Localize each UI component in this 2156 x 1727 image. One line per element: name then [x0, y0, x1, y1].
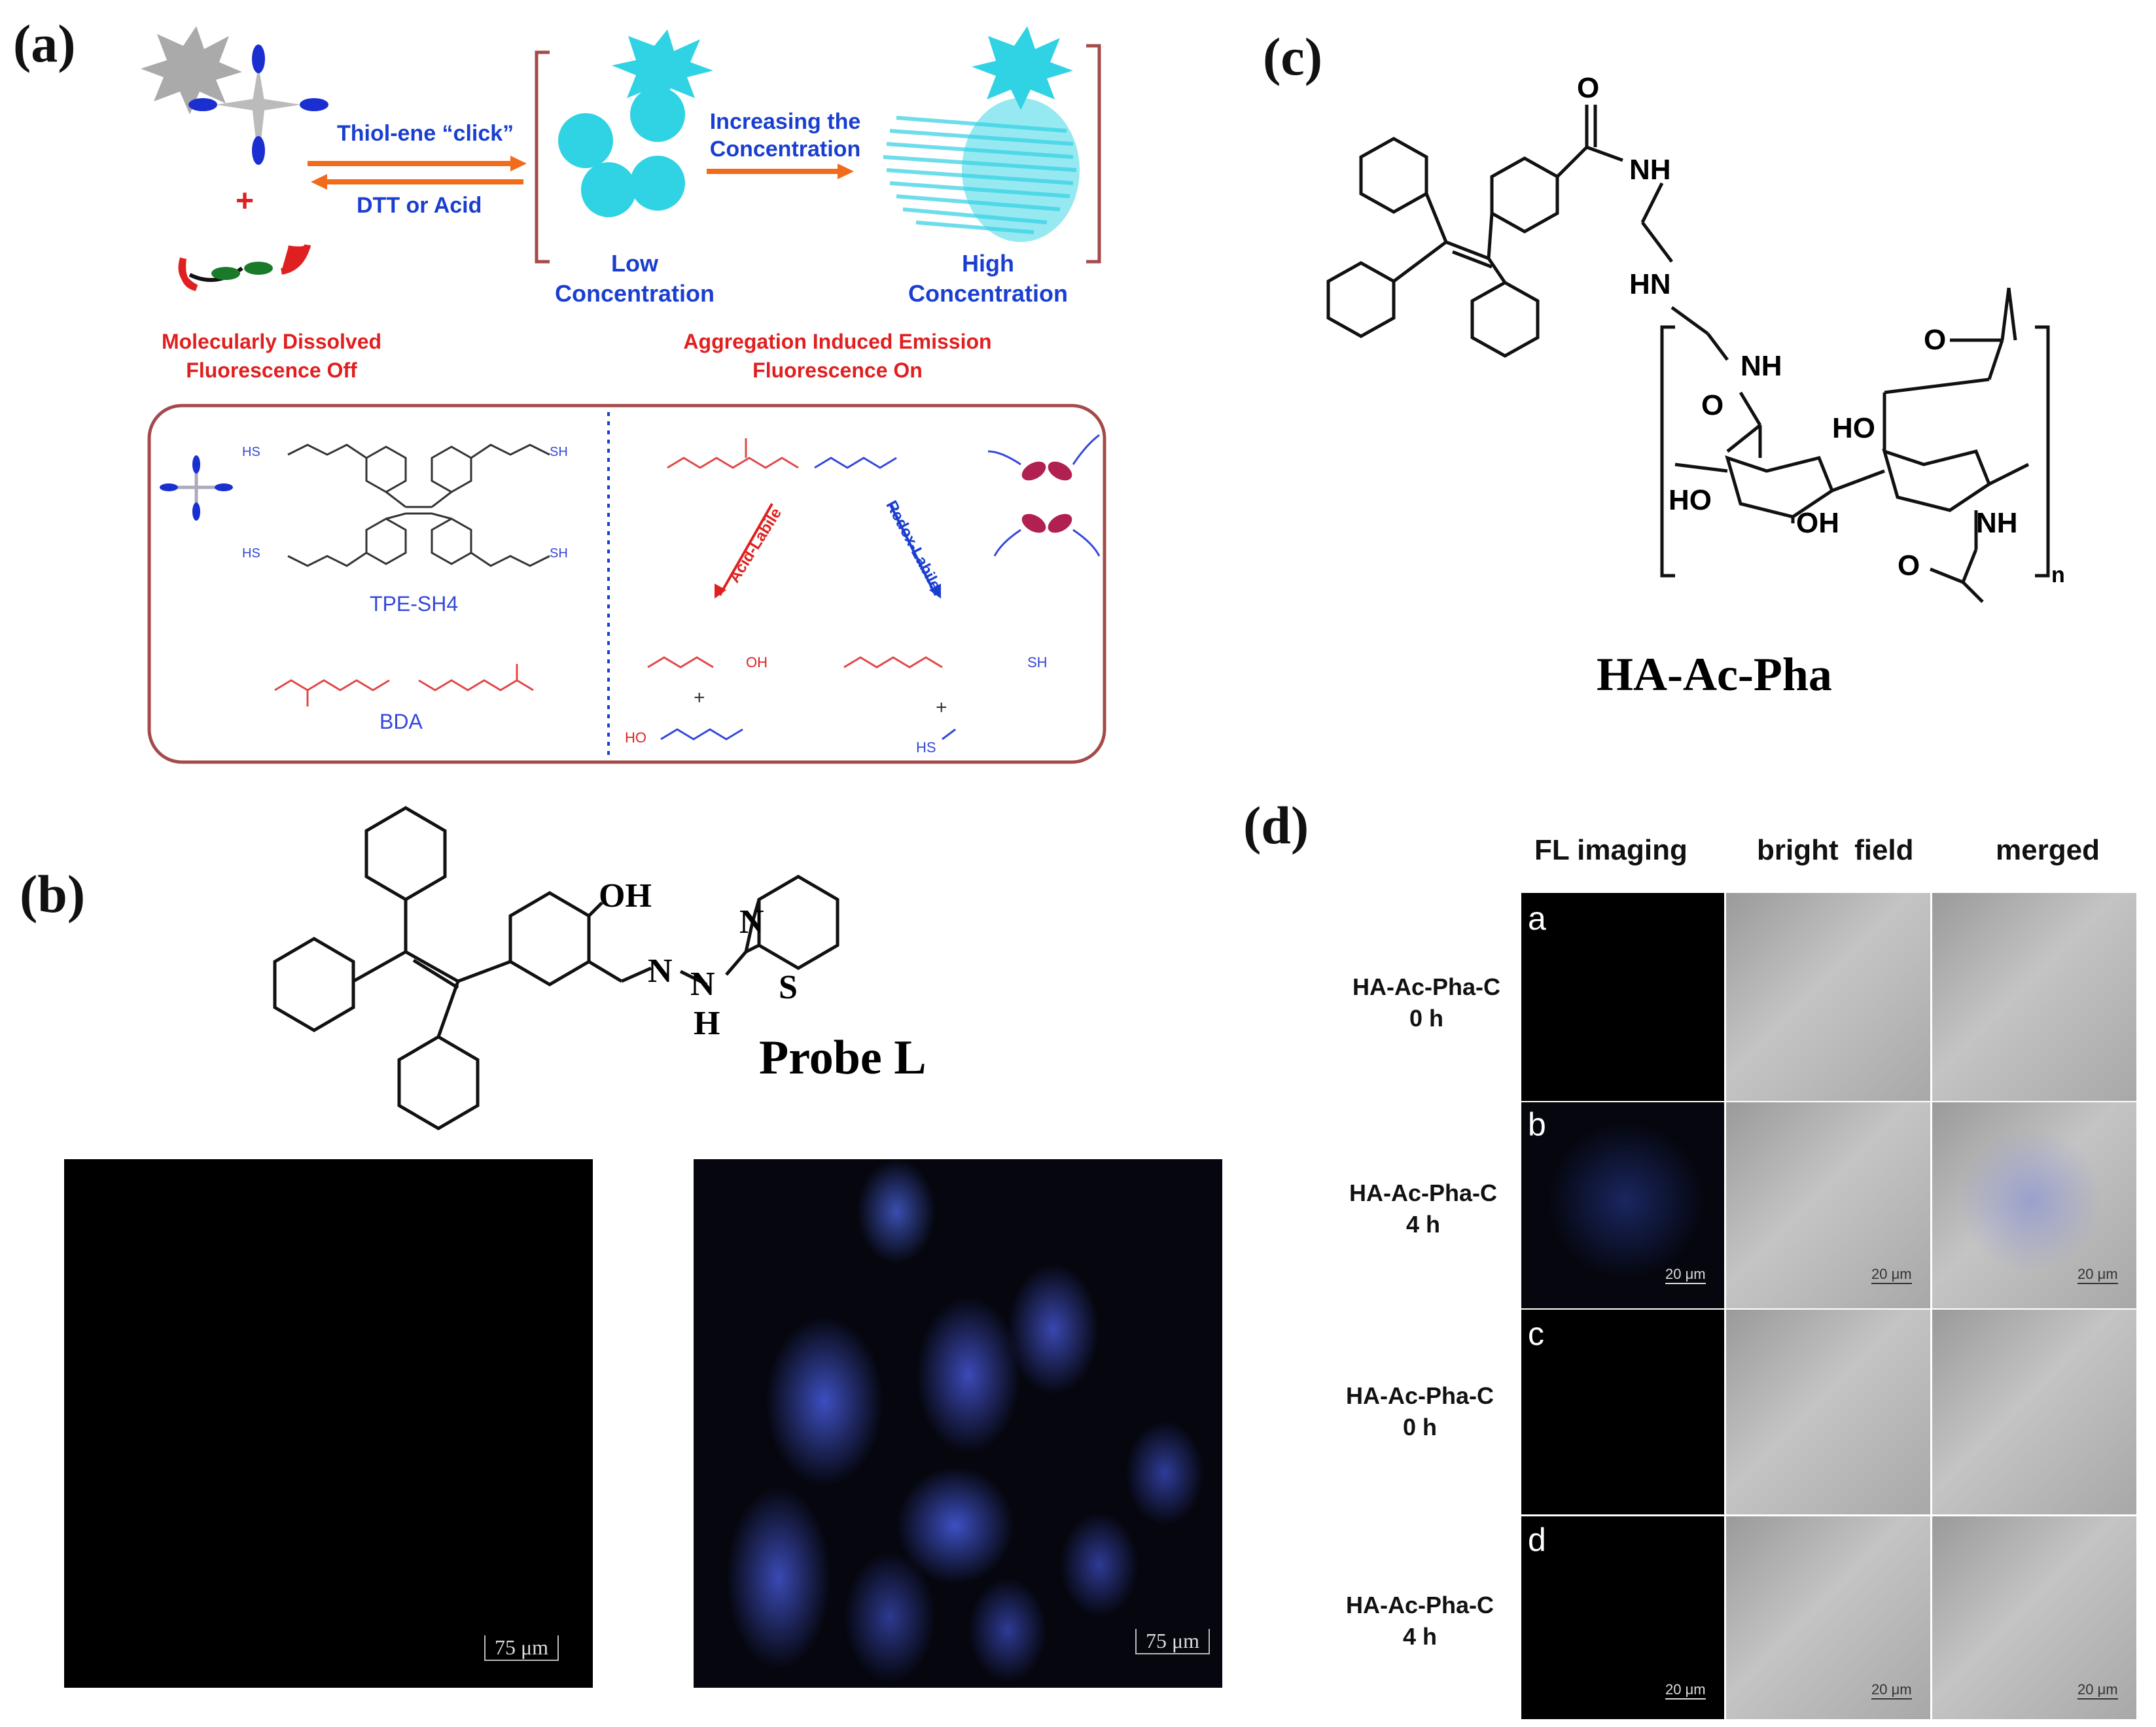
hs-label-2: HS — [242, 546, 260, 561]
ha-ac-pha-title: HA-Ac-Pha — [1597, 648, 1832, 701]
dtt-acid-label: DTT or Acid — [357, 193, 482, 218]
row-c-letter: c — [1528, 1316, 1544, 1352]
cyan-starburst-icon-2 — [972, 26, 1073, 110]
panel-a-label: (a) — [13, 14, 76, 73]
bf-image-b — [1726, 1102, 1930, 1308]
c-oh-label: OH — [1796, 507, 1839, 539]
plus-product-1: + — [694, 687, 705, 708]
probe-n-label-3: N — [739, 903, 764, 941]
c-ho-label-2: HO — [1669, 484, 1712, 516]
probe-oh-label: OH — [599, 877, 652, 915]
tpe-sh4-label: TPE-SH4 — [370, 592, 459, 616]
low-concentration-label: Low Concentration — [554, 250, 715, 307]
scale-b-fl: 20 μm — [1665, 1266, 1706, 1284]
row-a-letter: a — [1528, 900, 1546, 937]
bf-image-d — [1726, 1516, 1930, 1719]
plus-sign: + — [236, 184, 255, 218]
row-b-letter: b — [1528, 1106, 1546, 1143]
panel-c-label: (c) — [1263, 27, 1323, 86]
c-o-label-top: O — [1577, 72, 1600, 104]
hs-product-label: HS — [916, 739, 936, 756]
col-bright-field: bright field — [1757, 834, 1914, 866]
c-o-label-4: O — [1898, 550, 1920, 582]
merged-image-c — [1932, 1310, 2136, 1514]
sh-label-1: SH — [550, 445, 568, 459]
fl-image-c — [1521, 1310, 1724, 1514]
panel-b-label: (b) — [20, 864, 86, 924]
fl-image-d — [1521, 1516, 1724, 1719]
panel-d-label: (d) — [1243, 795, 1309, 855]
bf-image-c — [1726, 1310, 1930, 1514]
merged-image-a — [1932, 893, 2136, 1101]
c-o-label-3: O — [1924, 324, 1947, 356]
micrograph-control — [64, 1159, 593, 1688]
merged-image-b — [1932, 1102, 2136, 1308]
scale-d-bf: 20 μm — [1871, 1681, 1912, 1700]
micelle-2 — [630, 87, 685, 142]
dissolved-label: Molecularly Dissolved Fluorescence Off — [161, 330, 382, 382]
thiol-ene-label: Thiol-ene “click” — [337, 121, 514, 146]
micrograph-probe — [694, 1159, 1222, 1688]
starburst-gray-icon — [141, 26, 242, 114]
probe-l-title: Probe L — [759, 1031, 927, 1085]
mechanism-frame — [147, 404, 1106, 764]
c-o-label-2: O — [1701, 389, 1724, 421]
c-nh-label-3: NH — [1976, 507, 2018, 539]
plus-product-2: + — [936, 697, 947, 718]
high-concentration-label: High Concentration — [908, 250, 1068, 307]
bda-structure — [274, 664, 534, 706]
hs-label-1: HS — [242, 445, 260, 459]
c-nh-label-2: NH — [1741, 350, 1782, 382]
aie-label: Aggregation Induced Emission Fluorescenc… — [683, 330, 992, 382]
merged-image-d — [1932, 1516, 2136, 1719]
bda-linker-icon — [178, 244, 311, 291]
c-hn-label: HN — [1629, 268, 1671, 300]
c-ho-label-1: HO — [1832, 412, 1875, 444]
scale-bar-left: 75 μm — [484, 1635, 559, 1661]
row-d-letter: d — [1528, 1522, 1546, 1558]
probe-n-label-1: N — [648, 952, 673, 990]
bda-label: BDA — [380, 710, 423, 733]
micelle-3 — [630, 156, 685, 211]
fl-image-a — [1521, 893, 1724, 1101]
sh-label-2: SH — [550, 546, 568, 561]
star-polymer-icon — [987, 434, 1101, 557]
polymer-structure — [667, 438, 799, 469]
scale-b-bf: 20 μm — [1871, 1266, 1912, 1284]
small-cross-icon — [160, 455, 233, 521]
sh-product-label: SH — [1027, 654, 1048, 671]
probe-h-label: H — [694, 1005, 720, 1042]
c-n-subscript: n — [2051, 563, 2065, 587]
micelle-1 — [558, 113, 613, 168]
oh-product-label: OH — [746, 654, 768, 671]
increasing-concentration-label: Increasing the Concentration — [709, 109, 861, 162]
probe-n-label-2: N — [690, 966, 715, 1003]
tpe-sh4-structure — [287, 444, 550, 567]
col-merged: merged — [1996, 834, 2100, 866]
scale-d-fl: 20 μm — [1665, 1681, 1706, 1700]
col-fl-imaging: FL imaging — [1534, 834, 1688, 866]
tpe-cross-icon — [188, 44, 328, 165]
scale-b-merged: 20 μm — [2077, 1266, 2118, 1284]
bf-image-a — [1726, 893, 1930, 1101]
fl-image-b — [1521, 1102, 1724, 1308]
scale-bar-right: 75 μm — [1135, 1629, 1211, 1654]
scale-d-merged: 20 μm — [2077, 1681, 2118, 1700]
ho-product-label: HO — [625, 729, 646, 746]
micelle-5 — [581, 162, 636, 217]
cyan-starburst-icon — [612, 29, 713, 108]
c-nh-label-1: NH — [1629, 154, 1671, 186]
probe-s-label: S — [779, 969, 798, 1006]
